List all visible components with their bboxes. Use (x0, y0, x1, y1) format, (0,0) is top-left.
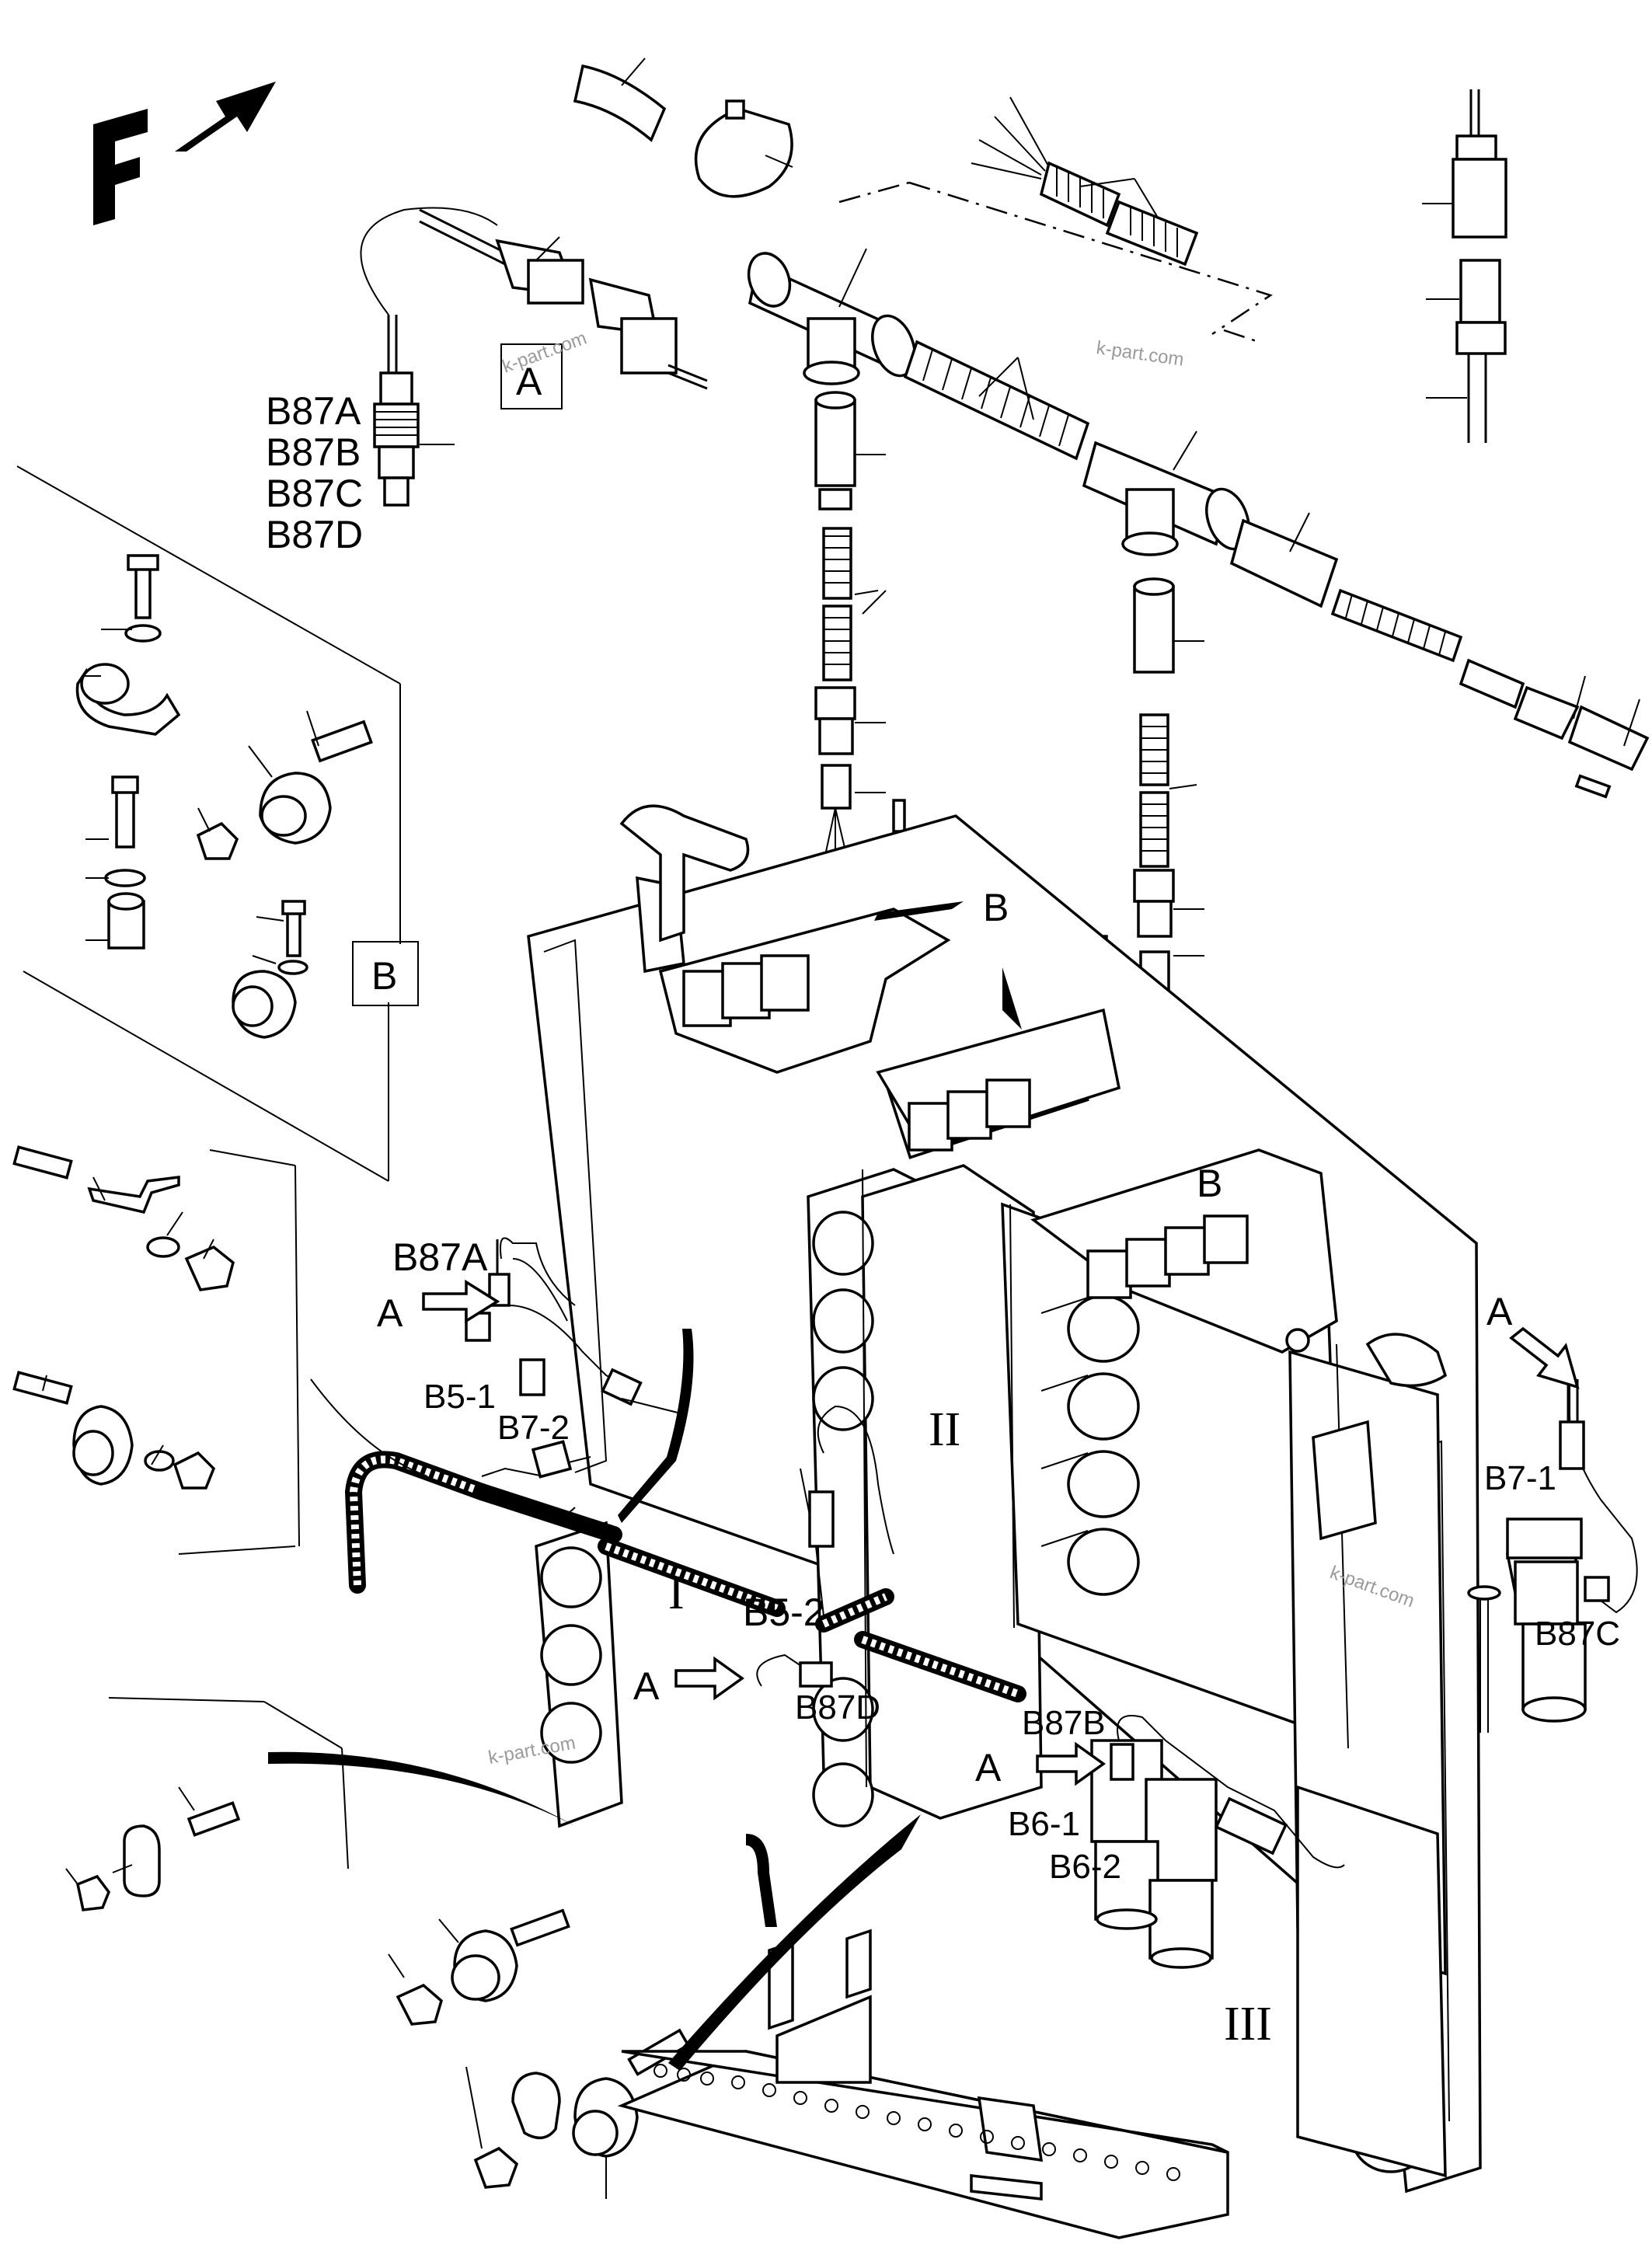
valve-housing-lines (862, 1169, 1448, 1788)
valve-section-I (535, 1521, 623, 1828)
label-B-right: B (1197, 1162, 1222, 1205)
sensor-label: B87D (266, 513, 363, 556)
label-box-A: A (500, 343, 563, 409)
clamp-hardware-left (12, 1145, 300, 1555)
clamp-hardware-B (75, 554, 373, 1039)
forward-direction-marker (93, 82, 276, 225)
label-B-box: B (371, 954, 397, 998)
label-A-lower: A (975, 1746, 1002, 1789)
corrugated-hose (344, 1451, 1026, 1702)
pressure-sensor-detail (360, 207, 708, 507)
wire-bundle-springs (971, 96, 1199, 267)
t-fitting-lower (1082, 430, 1250, 556)
label-B87C: B87C (1535, 1615, 1620, 1653)
watermark: k-part.com (1095, 337, 1185, 371)
label-B5-2: B5-2 (743, 1591, 825, 1634)
section-label-I: I (668, 1566, 685, 1619)
detail-boundary (838, 181, 1273, 336)
label-A-box: A (516, 360, 542, 403)
label-B87D: B87D (795, 1688, 880, 1727)
detail-B-frame: B (16, 465, 419, 1182)
sensor-list: B87A B87B B87C B87D (266, 389, 363, 556)
label-B7-2: B7-2 (497, 1409, 570, 1447)
assembly-arrows (268, 901, 1580, 2071)
label-B87A-callout: B87A (392, 1235, 488, 1279)
vertical-chain-left (814, 391, 906, 866)
label-B6-1: B6-1 (1008, 1805, 1080, 1843)
conduit-upper-right (903, 340, 1090, 461)
label-A-right: A (1486, 1290, 1513, 1333)
watermark: k-part.com (500, 327, 590, 377)
sensor-label: B87A (266, 389, 361, 433)
label-A-left: A (377, 1291, 403, 1335)
label-B87B: B87B (1022, 1704, 1106, 1742)
conduit-lower-right (1229, 512, 1650, 799)
mounting-rail (617, 1929, 1229, 2239)
valve-cylinders-III (1296, 1785, 1447, 2178)
tape-roll (573, 57, 667, 142)
label-A-mid: A (633, 1664, 660, 1708)
sensor-label: B87C (266, 472, 363, 515)
cable-tie (694, 99, 793, 198)
solenoid-manifold-upper (619, 804, 1338, 1354)
t-fitting-upper (747, 248, 916, 385)
label-B5-1: B5-1 (423, 1378, 496, 1416)
sensor-label: B87B (266, 430, 361, 474)
connector-pair-right (1422, 89, 1507, 443)
valve-cylinders-II (812, 1211, 1140, 1828)
pressure-filters (1090, 1518, 1587, 1969)
vertical-chain-right (1094, 577, 1204, 1046)
section-label-II: II (929, 1403, 960, 1456)
label-B7-1: B7-1 (1484, 1459, 1556, 1497)
label-B-arrow-top: B (983, 886, 1009, 929)
section-label-III: III (1224, 1998, 1272, 2051)
label-B6-2: B6-2 (1049, 1848, 1121, 1886)
